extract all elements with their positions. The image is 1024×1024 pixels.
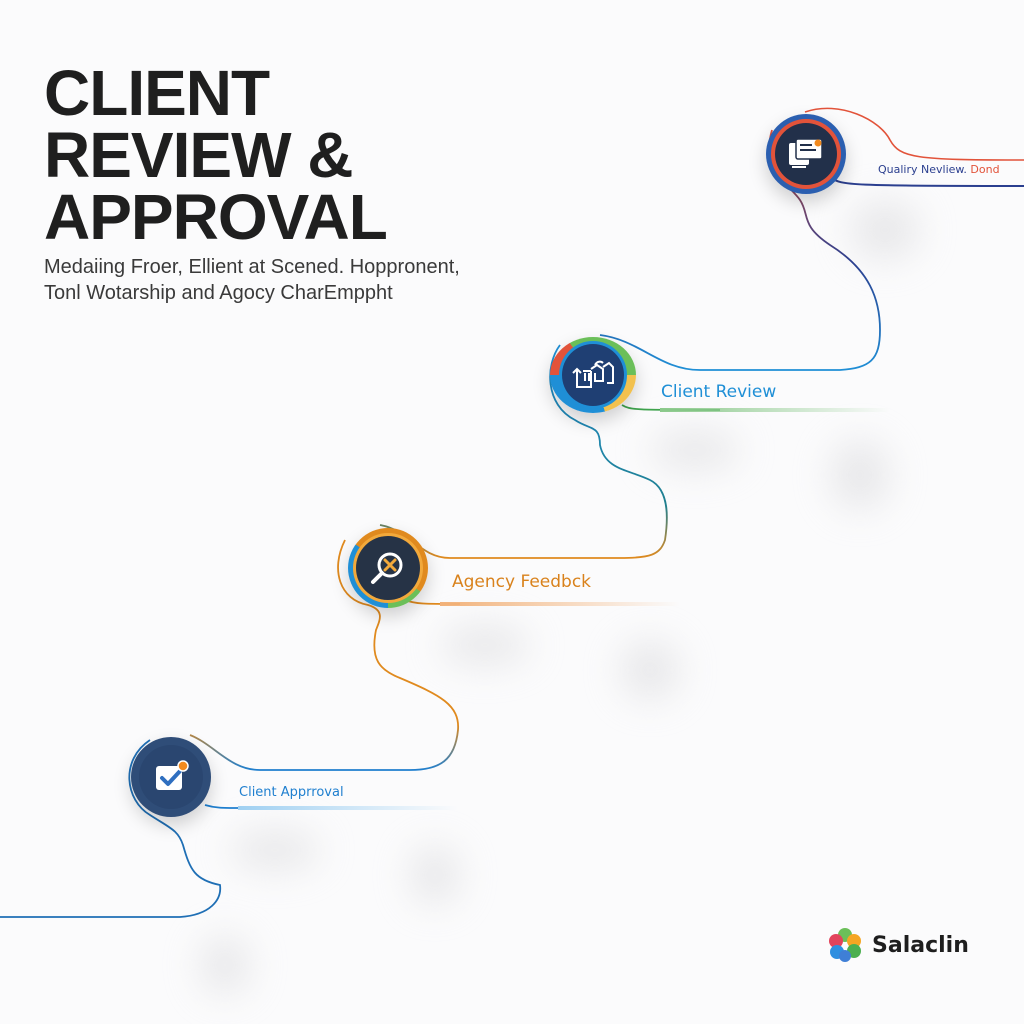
search-x-icon: [371, 552, 403, 584]
label-accent: Dond: [970, 163, 1000, 176]
brand-logo: Salaclin: [826, 926, 969, 964]
step-node-quality-review[interactable]: [766, 114, 846, 194]
step-label-client-approval: Client Apprroval: [239, 785, 344, 800]
page-title: CLIENT REVIEW & APPROVAL: [44, 57, 388, 253]
shadow-decoration: [850, 200, 920, 260]
step-node-client-approval[interactable]: [131, 737, 211, 817]
step-label-agency-feedback: Agency Feedbck: [452, 572, 592, 592]
brand-name: Salaclin: [872, 932, 969, 958]
step-node-client-review[interactable]: [550, 337, 636, 413]
shadow-decoration: [650, 430, 740, 470]
shadow-decoration: [830, 440, 890, 510]
step-node-agency-feedback[interactable]: [348, 528, 428, 608]
label-main: Qualiry Nevliew.: [878, 163, 967, 176]
title-line: CLIENT: [44, 57, 270, 129]
title-line: APPROVAL: [44, 181, 388, 253]
shadow-decoration: [620, 640, 680, 700]
step-label-quality-review: Qualiry Nevliew. Dond: [878, 163, 1000, 176]
shadow-decoration: [440, 625, 530, 665]
subtitle-line: Medaiing Froer, Ellient at Scened. Hoppr…: [44, 256, 460, 278]
shadow-decoration: [230, 830, 320, 870]
checkbox-icon: [156, 760, 189, 790]
title-line: REVIEW &: [44, 119, 353, 191]
boxes-icon: [572, 360, 614, 388]
brand-mark-icon: [829, 928, 861, 962]
document-stack-icon: [789, 138, 823, 168]
subtitle-line: Tonl Wotarship and Agocy CharEmppht: [44, 282, 393, 304]
shadow-decoration: [200, 935, 250, 995]
step-label-client-review: Client Review: [661, 382, 777, 402]
shadow-decoration: [410, 845, 460, 905]
subtitle: Medaiing Froer, Ellient at Scened. Hoppr…: [44, 254, 464, 306]
